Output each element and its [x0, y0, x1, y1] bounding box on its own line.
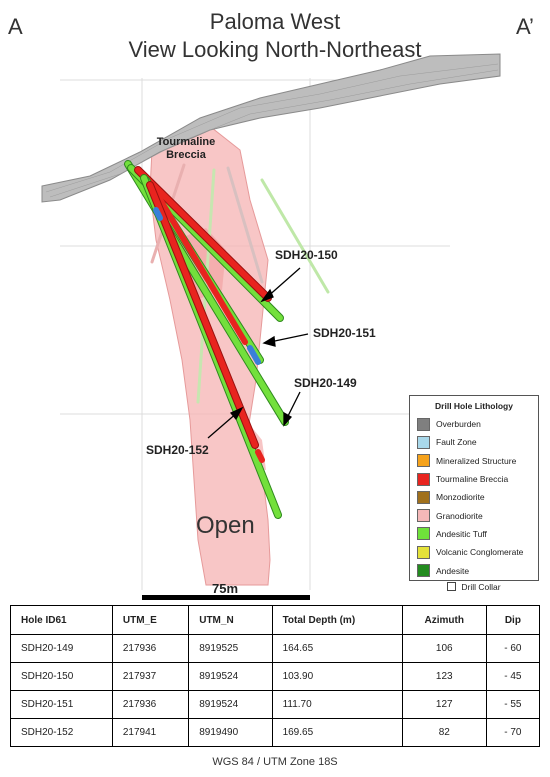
legend-item: Andesitic Tuff	[410, 525, 538, 543]
table-cell: - 45	[485, 662, 541, 691]
table-cell: - 70	[485, 718, 541, 747]
grid-lines	[60, 78, 450, 590]
legend-collar: Drill Collar	[410, 582, 538, 592]
zone-label: Tourmaline Breccia	[156, 136, 216, 161]
overburden-texture	[45, 63, 499, 198]
table-cell: SDH20-151	[10, 690, 113, 719]
legend-swatch	[417, 490, 430, 504]
hole-label-sdh20-152: SDH20-152	[146, 443, 209, 457]
table-header-row: Hole ID61 UTM_E UTM_N Total Depth (m) Az…	[10, 605, 541, 635]
legend-item: Tourmaline Breccia	[410, 470, 538, 488]
legend-label: Fault Zone	[436, 437, 477, 448]
table-cell: 111.70	[271, 690, 403, 719]
legend-swatch	[417, 472, 430, 486]
table-cell: 103.90	[271, 662, 403, 691]
legend-item: Volcanic Conglomerate	[410, 543, 538, 561]
page-subtitle: View Looking North-Northeast	[128, 37, 422, 62]
legend-swatch	[417, 527, 430, 541]
legend-title: Drill Hole Lithology	[435, 401, 513, 411]
table-cell: 127	[401, 690, 487, 719]
legend-label: Monzodiorite	[436, 492, 485, 503]
legend-item: Fault Zone	[410, 433, 538, 451]
table-cell: 217941	[111, 718, 190, 747]
table-cell: 106	[401, 634, 487, 663]
overburden-band	[41, 53, 501, 203]
legend-label: Overburden	[436, 419, 481, 430]
legend-swatch	[417, 417, 430, 431]
legend-item: Overburden	[410, 415, 538, 433]
table-cell: 217937	[111, 662, 190, 691]
legend-label: Volcanic Conglomerate	[436, 547, 524, 558]
hole-label-sdh20-149: SDH20-149	[294, 376, 357, 390]
legend-swatch	[417, 545, 430, 559]
column-header: Total Depth (m)	[271, 605, 403, 635]
column-header: Azimuth	[401, 605, 487, 635]
column-header: Hole ID61	[10, 605, 113, 635]
legend-collar-label: Drill Collar	[461, 581, 501, 592]
open-label: Open	[196, 512, 255, 539]
table-cell: SDH20-149	[10, 634, 113, 663]
table-cell: 164.65	[271, 634, 403, 663]
legend-item: Andesite	[410, 561, 538, 579]
collar-icon	[447, 582, 457, 592]
legend-swatch	[417, 454, 430, 468]
table-cell: 8919490	[188, 718, 273, 747]
section-end-label: A’	[516, 14, 534, 39]
legend-label: Mineralized Structure	[436, 455, 517, 466]
table-cell: 8919524	[188, 690, 273, 719]
legend-label: Andesitic Tuff	[436, 528, 487, 539]
legend-item: Monzodiorite	[410, 488, 538, 506]
legend-swatch	[417, 435, 430, 449]
table-cell: 217936	[111, 634, 190, 663]
legend-swatch	[417, 509, 430, 523]
column-header: UTM_N	[188, 605, 273, 635]
table-cell: 8919525	[188, 634, 273, 663]
table-cell: 169.65	[271, 718, 403, 747]
table-cell: 123	[401, 662, 487, 691]
table-cell: - 55	[485, 690, 541, 719]
legend-label: Granodiorite	[436, 510, 483, 521]
table-cell: SDH20-152	[10, 718, 113, 747]
scale-label: 75m	[212, 581, 239, 596]
drill-holes	[124, 160, 289, 519]
drill-hole-table: Hole ID61 UTM_E UTM_N Total Depth (m) Az…	[10, 605, 541, 747]
table-cell: 8919524	[188, 662, 273, 691]
table-cell: - 60	[485, 634, 541, 663]
table-cell: 82	[401, 718, 487, 747]
hole-label-sdh20-150: SDH20-150	[275, 248, 338, 262]
table-cell: SDH20-150	[10, 662, 113, 691]
page-title: Paloma West	[209, 9, 341, 34]
legend-label: Andesite	[436, 565, 470, 576]
legend-swatch	[417, 564, 430, 578]
leader-arrows	[207, 267, 309, 439]
legend-label: Tourmaline Breccia	[436, 474, 509, 485]
cross-section-view	[41, 53, 501, 590]
section-start-label: A	[8, 14, 23, 39]
column-header: Dip	[485, 605, 541, 635]
legend-item: Granodiorite	[410, 506, 538, 524]
projection-note: WGS 84 / UTM Zone 18S	[212, 756, 338, 768]
hole-label-sdh20-151: SDH20-151	[313, 326, 376, 340]
legend-item: Mineralized Structure	[410, 452, 538, 470]
table-cell: 217936	[111, 690, 190, 719]
column-header: UTM_E	[111, 605, 190, 635]
scale-bar	[142, 595, 310, 600]
